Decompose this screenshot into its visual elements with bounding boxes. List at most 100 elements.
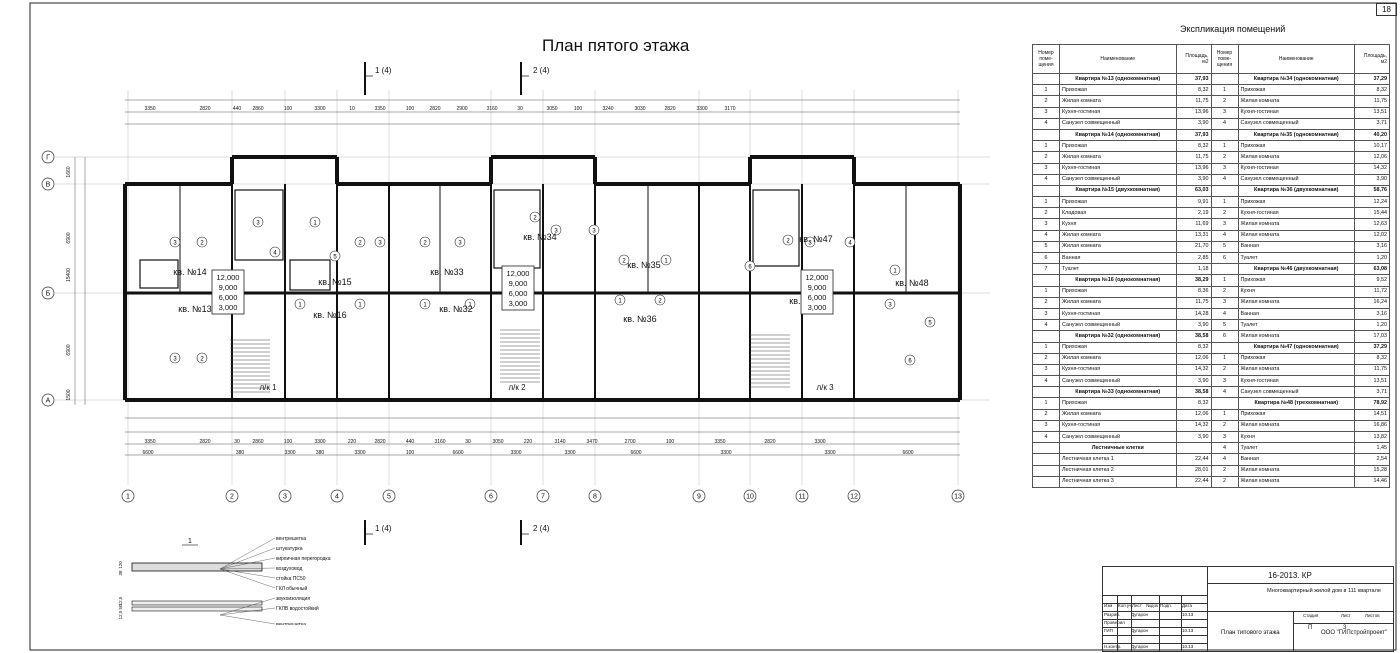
table-cell: Туалет [1237,251,1355,265]
elevation-mark: 9,000 [219,283,238,292]
wall-layer [131,606,263,612]
room-bubble [614,294,626,306]
axis-label: 3 [283,494,287,501]
room-bubble [744,260,756,272]
table-cell: 15,44 [1354,207,1390,220]
page-number: 18 [1376,3,1397,16]
elevation-box [211,269,245,315]
table-cell: 2,54 [1354,453,1390,466]
room-number: 1 [664,258,668,264]
dimension-label: 2820 [199,439,210,445]
table-cell: 4 [1210,307,1239,321]
dimension-label: 3300 [696,106,707,112]
table-cell: 13,82 [1354,430,1390,444]
room-outline [139,259,179,289]
stamp-role: ГИП [1104,628,1113,633]
table-cell [1210,397,1239,410]
apartment-label: кв. №35 [627,260,660,270]
elevation-mark: 3,000 [509,299,528,308]
organization: ООО "ГИПстройпроект" [1321,630,1388,636]
table-cell: 1,20 [1354,319,1390,332]
room-number: 3 [808,240,812,246]
wall-layer [131,562,263,572]
table-cell: 4 [1210,173,1239,186]
legend-label: ГКЛ обычный [276,585,307,592]
room-outline [289,259,331,291]
table-cell: 38,58 [1175,330,1212,343]
elevation-mark: 12,000 [507,269,530,278]
room-number: 3 [592,228,596,234]
section-cut-label-2-bottom: 2 (4) [533,524,550,533]
room-bubble [884,298,896,310]
table-cell: Прихожая [1059,397,1177,410]
table-cell: Кухня-гостиная [1237,162,1355,175]
room-bubble [294,298,306,310]
stair-label: л/к 1 [259,383,277,392]
stamp-role: Н.контр. [1104,644,1122,649]
leader-line [219,567,276,570]
room-bubble [419,298,431,310]
table-cell: Прихожая [1237,408,1355,421]
explication-title: Экспликация помещений [1180,24,1286,34]
section-cut-label-2-top: 2 (4) [533,66,550,75]
table-cell: 2 [1210,475,1239,488]
dimension-label: 380 [316,450,325,456]
dimension-label: 3350 [144,106,155,112]
dimension-label: 6900 [66,344,72,355]
leader-line [219,537,276,570]
axis-bubble [795,489,809,503]
table-cell: 2 [1210,207,1239,220]
elevation-mark: 9,000 [808,283,827,292]
table-cell: 8,36 [1175,285,1212,298]
elevation-mark: 12,000 [806,273,829,282]
title-block: 16-2013. КР Многоквартирный жилой дом в … [1102,566,1394,652]
dimension-label: 6600 [452,450,463,456]
table-cell: 13,96 [1175,162,1212,175]
table-cell: Жилая комната [1237,419,1355,433]
dimension-label: 100 [666,439,675,445]
room-number: 1 [618,298,622,304]
dimension-label: 3160 [434,439,445,445]
table-cell: Квартира №46 (двухкомнатная) [1237,263,1355,276]
table-cell: Санузел совмещенный [1059,319,1177,332]
axis-label: В [46,182,51,189]
room-bubble [169,352,181,364]
table-cell: 3 [1210,430,1239,444]
dimension-label: 3470 [586,439,597,445]
table-cell: Санузел совмещенный [1237,117,1355,130]
room-number: 3 [888,302,892,308]
axis-bubble [41,393,55,407]
room-bubble [904,354,916,366]
table-cell: 11,75 [1175,95,1212,108]
table-cell: 4 [1210,229,1239,242]
dimension-label: 2860 [252,106,263,112]
elevation-mark: 6,000 [509,289,528,298]
table-cell: Прихожая [1059,196,1177,209]
table-cell: 4 [1210,117,1239,130]
axis-bubble [41,286,55,300]
table-cell: 3,90 [1175,173,1212,186]
table-cell: Кухня-гостиная [1237,375,1355,388]
table-cell: 1,45 [1354,442,1390,455]
room-number: 3 [378,240,382,246]
table-cell: 37,29 [1354,72,1390,86]
stamp-name: Дугарон [1131,612,1148,617]
room-bubble [354,236,366,248]
dimension-label: 100 [284,106,293,112]
axis-label: 13 [954,494,962,501]
dimension-label: 6600 [902,450,913,456]
table-cell [1210,263,1239,276]
table-cell: 13,96 [1175,106,1212,119]
room-bubble [889,264,901,276]
stage-value: П [1308,625,1313,631]
dimension-label: 220 [524,439,533,445]
table-cell: Прихожая [1059,84,1177,97]
axis-bubble [743,489,757,503]
table-cell: Квартира №47 (однокомнатная) [1237,341,1355,354]
apartment-label: кв. №34 [523,232,556,242]
dimension-label: 3300 [354,450,365,456]
